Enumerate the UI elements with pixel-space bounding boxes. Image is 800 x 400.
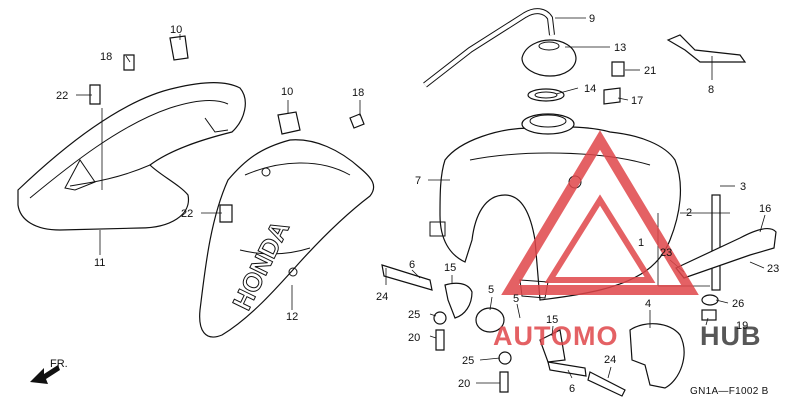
callout-21: 21 <box>644 65 656 77</box>
callout-15-lower: 15 <box>546 314 558 326</box>
callout-5-upper: 5 <box>488 284 494 296</box>
callout-25-lower: 25 <box>462 355 474 367</box>
callout-labels: 9 13 14 21 17 8 7 3 2 16 1 23 23 26 19 4… <box>56 13 779 395</box>
fuel-valve-and-hose <box>675 194 777 321</box>
callout-7: 7 <box>415 175 421 187</box>
callout-5-lower: 5 <box>513 293 519 305</box>
callout-24-right: 24 <box>604 354 616 366</box>
callout-8: 8 <box>708 84 714 96</box>
callout-9: 9 <box>589 13 595 25</box>
callout-26: 26 <box>732 298 744 310</box>
callout-22-right: 22 <box>181 208 193 220</box>
callout-6-upper: 6 <box>409 259 415 271</box>
callout-3: 3 <box>740 181 746 193</box>
watermark-text-left: AUTOMO <box>493 321 619 351</box>
right-shroud: HONDA <box>199 139 375 338</box>
bracket-and-collars <box>603 34 747 105</box>
callout-15-upper: 15 <box>444 262 456 274</box>
callout-2: 2 <box>686 207 692 219</box>
callout-4: 4 <box>645 298 651 310</box>
callout-19: 19 <box>736 320 748 332</box>
callout-6-lower: 6 <box>569 383 575 395</box>
left-shroud <box>17 82 246 231</box>
callout-10-right: 10 <box>281 86 293 98</box>
callout-23-left: 23 <box>660 247 672 259</box>
callout-16: 16 <box>759 203 771 215</box>
callout-25-upper: 25 <box>408 309 420 321</box>
mounting-hardware <box>89 35 365 223</box>
callout-17: 17 <box>631 95 643 107</box>
callout-18-right: 18 <box>352 87 364 99</box>
callout-12: 12 <box>286 311 298 323</box>
callout-10-left: 10 <box>170 24 182 36</box>
front-arrow-label: FR. <box>50 358 68 370</box>
callout-24-left: 24 <box>376 291 388 303</box>
callout-1: 1 <box>638 237 644 249</box>
callout-22-left: 22 <box>56 90 68 102</box>
callout-20-lower: 20 <box>458 378 470 390</box>
front-direction-arrow: FR. <box>30 358 68 384</box>
callout-18-left: 18 <box>100 51 112 63</box>
fuel-cap-assembly <box>423 8 577 102</box>
diagram-code: GN1A—F1002 B <box>690 386 769 397</box>
watermark-text-right: HUB <box>700 321 762 351</box>
lower-mounting-parts <box>381 264 685 397</box>
callout-14: 14 <box>584 83 596 95</box>
callout-23-right: 23 <box>767 263 779 275</box>
callout-11: 11 <box>94 257 105 269</box>
callout-13: 13 <box>614 42 626 54</box>
watermark-logo: AUTOMO HUB <box>493 130 762 351</box>
callout-20-upper: 20 <box>408 332 420 344</box>
